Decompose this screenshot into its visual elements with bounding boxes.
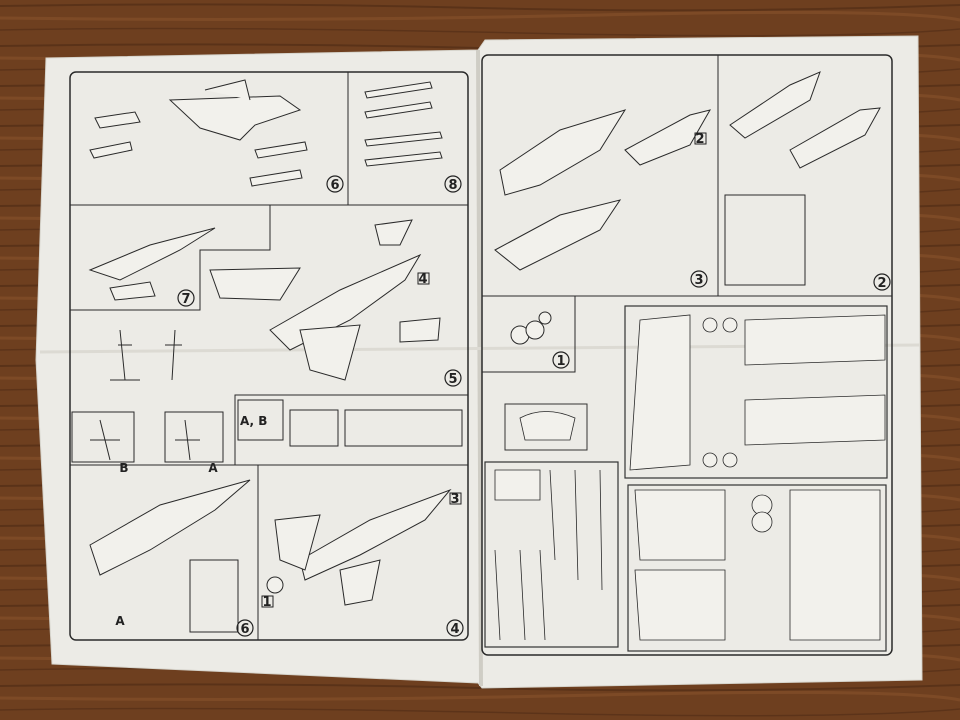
aircraft-step5 — [209, 219, 441, 381]
canopy-box — [504, 403, 588, 451]
svg-text:1: 1 — [556, 354, 565, 369]
sprue-frame-bottom-right — [627, 484, 887, 652]
center-fold — [476, 49, 483, 687]
svg-text:5: 5 — [448, 372, 457, 387]
step-1: 1 — [552, 351, 570, 369]
svg-text:7: 7 — [181, 292, 190, 307]
svg-text:3: 3 — [694, 273, 703, 288]
sprue-parts — [494, 314, 886, 641]
sprue-frame-top — [624, 305, 888, 479]
missiles-step8 — [364, 81, 443, 167]
aircraft-top-left — [89, 79, 308, 187]
svg-text:8: 8 — [448, 178, 457, 193]
aircraft-step3 — [494, 109, 712, 271]
step-6-top: 6 — [326, 175, 344, 193]
variant-label-ab: A, B — [240, 414, 267, 428]
svg-text:4: 4 — [418, 272, 427, 287]
svg-text:6: 6 — [330, 178, 339, 193]
variant-label-a: A — [208, 461, 218, 475]
right-page-frame — [481, 54, 893, 656]
wheels-step1 — [510, 311, 552, 345]
decal-row — [237, 399, 463, 447]
svg-text:2: 2 — [877, 276, 886, 291]
variant-label-b: B — [119, 461, 128, 475]
step-6-bottom: 6 — [236, 619, 254, 637]
step-2: 2 — [873, 273, 891, 291]
landing-gear-parts — [71, 329, 224, 463]
svg-text:3: 3 — [450, 492, 459, 507]
step-7: 7 — [177, 289, 195, 307]
step-4-part-box: 4 — [417, 272, 430, 287]
step-8: 8 — [444, 175, 462, 193]
variant-label-a-bottom: A — [115, 614, 125, 628]
step-3: 3 — [690, 270, 708, 288]
sprue-frame-bottom-left — [484, 461, 619, 648]
svg-text:4: 4 — [450, 622, 459, 637]
step-5: 5 — [444, 369, 462, 387]
part-box-2: 2 — [694, 132, 707, 147]
left-page-frame — [69, 71, 469, 641]
step-4-bottom: 4 — [446, 619, 464, 637]
svg-text:2: 2 — [695, 132, 704, 147]
svg-text:1: 1 — [262, 595, 271, 610]
aircraft-step6-bottom — [89, 479, 251, 633]
aircraft-step7 — [88, 227, 216, 301]
aircraft-step2 — [724, 71, 881, 286]
svg-text:6: 6 — [240, 622, 249, 637]
part-box-3: 3 — [449, 492, 462, 507]
aircraft-step4-bottom — [266, 488, 452, 606]
part-box-1: 1 — [261, 595, 274, 610]
